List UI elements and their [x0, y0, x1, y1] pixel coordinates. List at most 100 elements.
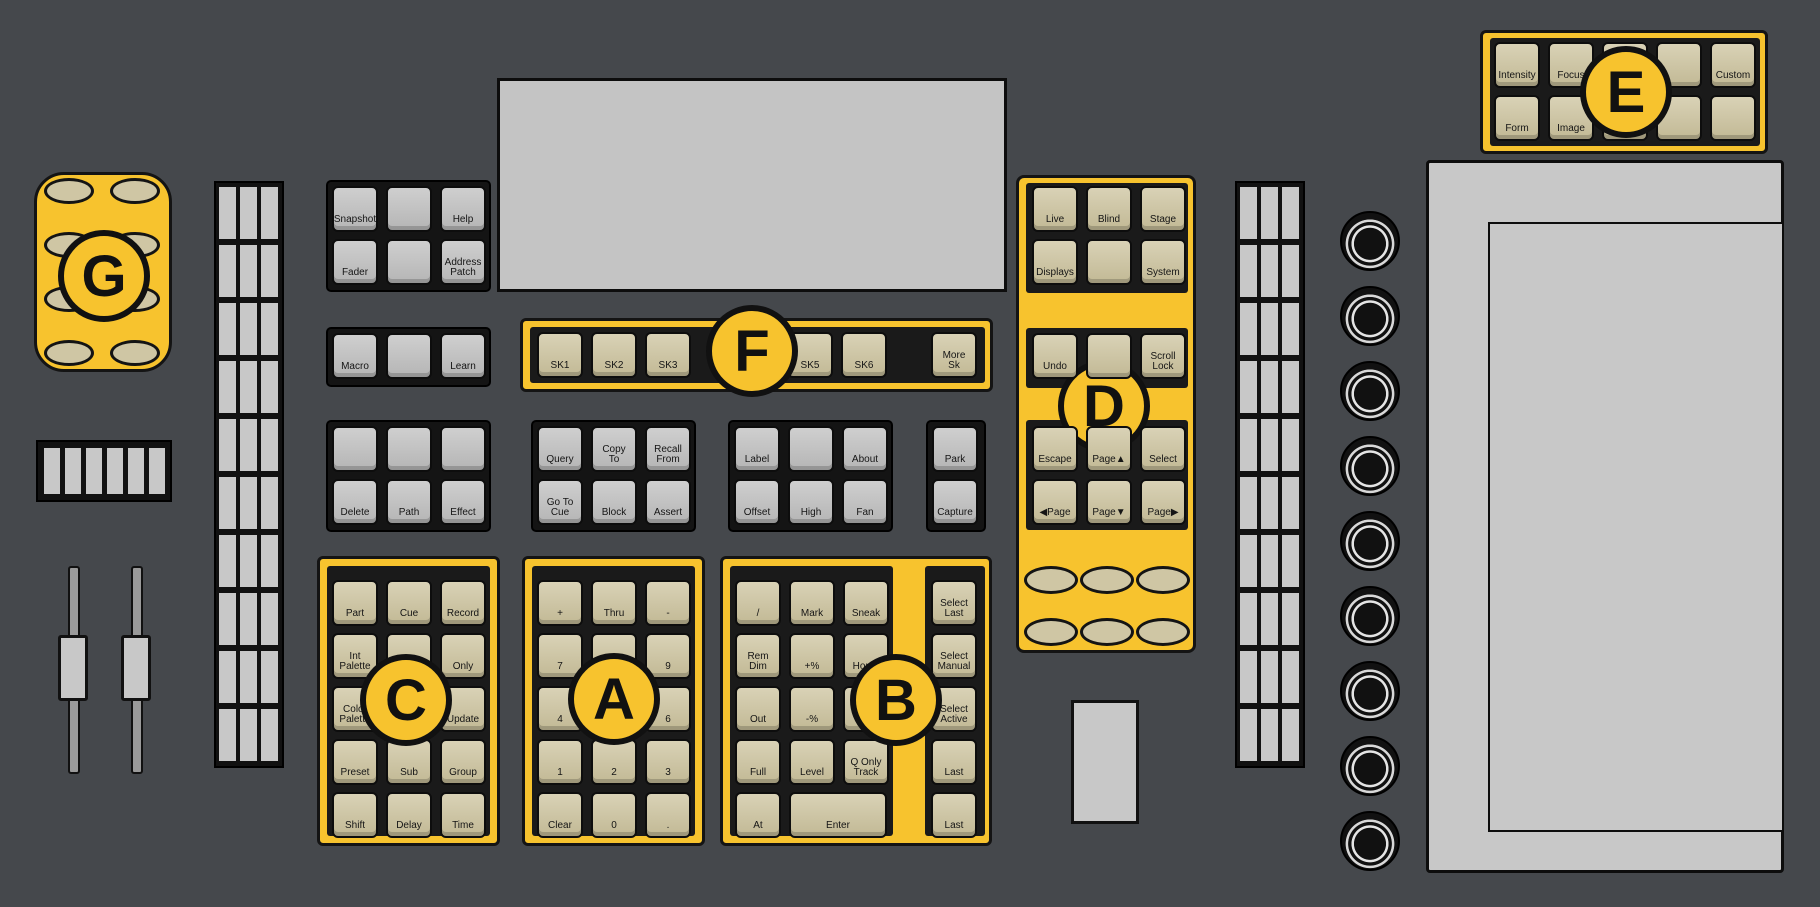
encoder-knob-1[interactable] [1340, 211, 1400, 271]
page-key[interactable]: ◀Page [1032, 479, 1078, 525]
about-key[interactable]: About [842, 426, 888, 472]
enter-key[interactable]: Enter [789, 792, 887, 838]
query-key[interactable]: Query [537, 426, 583, 472]
path-key[interactable]: Path [386, 479, 432, 525]
edit-group-blank-2-key[interactable] [440, 426, 486, 472]
page-key[interactable]: Page▼ [1086, 479, 1132, 525]
live-key[interactable]: Live [1032, 186, 1078, 232]
page-key[interactable]: Page▶ [1140, 479, 1186, 525]
clear-key[interactable]: Clear [537, 792, 583, 838]
record-key[interactable]: Record [440, 580, 486, 626]
undo-group-blank-1-key[interactable] [1086, 333, 1132, 379]
param-group-blank-9-key[interactable] [1710, 95, 1756, 141]
blind-key[interactable]: Blind [1086, 186, 1132, 232]
custom-key[interactable]: Custom [1710, 42, 1756, 88]
modifier-group-blank-0-key[interactable]: / [735, 580, 781, 626]
learn-key[interactable]: Learn [440, 333, 486, 379]
modifier-group-blank-7-key[interactable]: -% [789, 686, 835, 732]
block-key[interactable]: Block [591, 479, 637, 525]
0-key[interactable]: 0 [591, 792, 637, 838]
keypad-blank-2-key[interactable]: - [645, 580, 691, 626]
offset-key[interactable]: Offset [734, 479, 780, 525]
sk2-key[interactable]: SK2 [591, 332, 637, 378]
time-key[interactable]: Time [440, 792, 486, 838]
edit-group-blank-0-key[interactable] [332, 426, 378, 472]
encoder-button-5[interactable] [1080, 618, 1134, 646]
fan-key[interactable]: Fan [842, 479, 888, 525]
display-group-blank-4-key[interactable] [1086, 239, 1132, 285]
sk1-key[interactable]: SK1 [537, 332, 583, 378]
thru-key[interactable]: Thru [591, 580, 637, 626]
preset-key[interactable]: Preset [332, 739, 378, 785]
encoder-knob-4[interactable] [1340, 436, 1400, 496]
assert-key[interactable]: Assert [645, 479, 691, 525]
intensity-key[interactable]: Intensity [1494, 42, 1540, 88]
last-key[interactable]: Last [931, 792, 977, 838]
mark-key[interactable]: Mark [789, 580, 835, 626]
out-key[interactable]: Out [735, 686, 781, 732]
capture-key[interactable]: Capture [932, 479, 978, 525]
3-key[interactable]: 3 [645, 739, 691, 785]
q-only-track-key[interactable]: Q Only Track [843, 739, 889, 785]
grandmaster-fader[interactable] [1071, 700, 1139, 824]
address-patch-key[interactable]: Address Patch [440, 239, 486, 285]
label-group-blank-1-key[interactable] [788, 426, 834, 472]
encoder-button-3[interactable] [1136, 566, 1190, 594]
select-manual-key[interactable]: Select Manual [931, 633, 977, 679]
at-key[interactable]: At [735, 792, 781, 838]
edit-group-blank-1-key[interactable] [386, 426, 432, 472]
top-left-blank-1-key[interactable] [386, 186, 432, 232]
playback-button-1[interactable] [44, 178, 94, 204]
sneak-key[interactable]: Sneak [843, 580, 889, 626]
displays-key[interactable]: Displays [1032, 239, 1078, 285]
label-key[interactable]: Label [734, 426, 780, 472]
part-key[interactable]: Part [332, 580, 378, 626]
delay-key[interactable]: Delay [386, 792, 432, 838]
only-key[interactable]: Only [440, 633, 486, 679]
modifier-group-blank-4-key[interactable]: +% [789, 633, 835, 679]
recall-from-key[interactable]: Recall From [645, 426, 691, 472]
delete-key[interactable]: Delete [332, 479, 378, 525]
touchscreen-display[interactable] [1488, 222, 1784, 832]
playback-button-2[interactable] [110, 178, 160, 204]
encoder-knob-2[interactable] [1340, 286, 1400, 346]
encoder-button-2[interactable] [1080, 566, 1134, 594]
system-key[interactable]: System [1140, 239, 1186, 285]
macro-key[interactable]: Macro [332, 333, 378, 379]
full-key[interactable]: Full [735, 739, 781, 785]
level-key[interactable]: Level [789, 739, 835, 785]
encoder-button-1[interactable] [1024, 566, 1078, 594]
sk6-key[interactable]: SK6 [841, 332, 887, 378]
fader-key[interactable]: Fader [332, 239, 378, 285]
snapshot-key[interactable]: Snapshot [332, 186, 378, 232]
encoder-knob-9[interactable] [1340, 811, 1400, 871]
9-key[interactable]: 9 [645, 633, 691, 679]
macro-row-blank-1-key[interactable] [386, 333, 432, 379]
select-last-key[interactable]: Select Last [931, 580, 977, 626]
select-key[interactable]: Select [1140, 426, 1186, 472]
rem-dim-key[interactable]: Rem Dim [735, 633, 781, 679]
form-key[interactable]: Form [1494, 95, 1540, 141]
escape-key[interactable]: Escape [1032, 426, 1078, 472]
cue-key[interactable]: Cue [386, 580, 432, 626]
park-key[interactable]: Park [932, 426, 978, 472]
undo-key[interactable]: Undo [1032, 333, 1078, 379]
top-left-blank-4-key[interactable] [386, 239, 432, 285]
scroll-lock-key[interactable]: Scroll Lock [1140, 333, 1186, 379]
encoder-button-6[interactable] [1136, 618, 1190, 646]
encoder-knob-3[interactable] [1340, 361, 1400, 421]
encoder-knob-7[interactable] [1340, 661, 1400, 721]
slider-handle-1[interactable] [58, 635, 88, 701]
more-sk-key[interactable]: More Sk [931, 332, 977, 378]
help-key[interactable]: Help [440, 186, 486, 232]
sub-key[interactable]: Sub [386, 739, 432, 785]
sk3-key[interactable]: SK3 [645, 332, 691, 378]
slider-handle-2[interactable] [121, 635, 151, 701]
shift-key[interactable]: Shift [332, 792, 378, 838]
1-key[interactable]: 1 [537, 739, 583, 785]
keypad-blank-0-key[interactable]: + [537, 580, 583, 626]
playback-button-8[interactable] [110, 340, 160, 366]
encoder-knob-6[interactable] [1340, 586, 1400, 646]
keypad-blank-14-key[interactable]: . [645, 792, 691, 838]
last-key[interactable]: Last [931, 739, 977, 785]
